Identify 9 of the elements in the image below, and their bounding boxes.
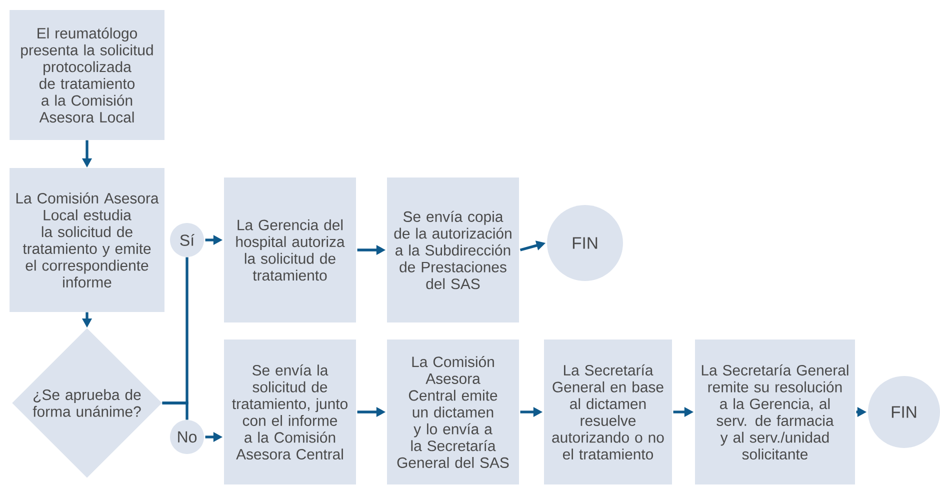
process-box: Se envía copia de la autorización a la Subdirección de Prestaciones del SAS — [387, 177, 519, 323]
process-box: La Comisión Asesora Local estudia la solicitud de tratamiento y emite el correspondiente informe — [10, 168, 164, 312]
process-box: La Comisión Asesora Central emite un dictamen y lo envía a la Secretaría General del SAS — [387, 339, 519, 485]
process-box: La Gerencia del hospital autoriza la solicitud de tratamiento — [224, 177, 356, 323]
connector-line — [162, 402, 188, 420]
process-box: Se envía la solicitud de tratamiento, junto con el informe a la Comisión Asesora Central — [224, 339, 356, 485]
process-box: La Secretaría General en base al dictamen resuelve autorizando o no el tratamiento — [544, 339, 672, 485]
process-box: El reumatólogo presenta la solicitud protocolizada de tratamiento a la Comisión Asesora Local — [10, 10, 164, 140]
process-box: La Secretaría General remite su resolución a la Gerencia, al serv. de farmacia y al serv./unidad solicitante — [695, 339, 855, 485]
